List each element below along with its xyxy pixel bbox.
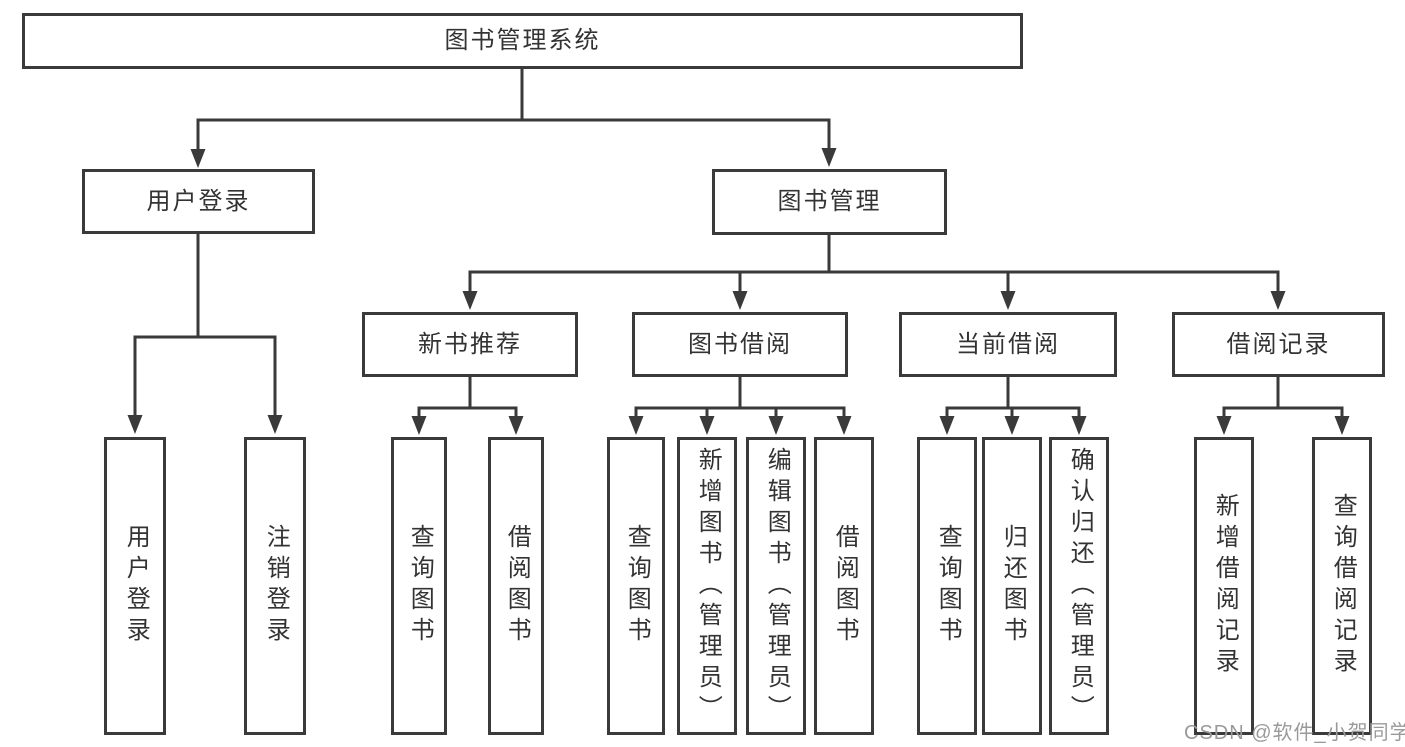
leaf-add-books-admin: 新增图书（管理员） <box>677 437 737 735</box>
connector-book-borrow-branch <box>628 375 852 435</box>
leaf-user-login: 用户登录 <box>104 437 166 735</box>
node-book-borrowing: 图书借阅 <box>632 312 848 377</box>
leaf-label: 查询借阅记录 <box>1329 493 1357 679</box>
leaf-logout: 注销登录 <box>244 437 306 735</box>
node-label: 当前借阅 <box>956 330 1060 358</box>
leaf-label: 查询图书 <box>934 524 962 648</box>
leaf-label: 借阅图书 <box>503 524 531 648</box>
node-user-login: 用户登录 <box>82 169 315 234</box>
connector-new-book-branch <box>411 375 524 435</box>
leaf-label: 归还图书 <box>999 524 1027 648</box>
csdn-watermark: CSDN @软件_小贺同学 <box>1184 722 1405 744</box>
node-label: 用户登录 <box>146 187 251 215</box>
leaf-query-books-borrow: 查询图书 <box>607 437 665 735</box>
node-library-management-system: 图书管理系统 <box>22 13 1023 69</box>
node-label: 图书借阅 <box>688 330 792 358</box>
leaf-label: 注销登录 <box>262 524 290 648</box>
leaf-label: 编辑图书（管理员） <box>763 446 791 726</box>
leaf-label: 借阅图书 <box>831 524 859 648</box>
leaf-query-books-recommend: 查询图书 <box>391 437 447 735</box>
node-label: 新书推荐 <box>418 330 522 358</box>
leaf-borrow-books: 借阅图书 <box>814 437 874 735</box>
connector-borrow-records-branch <box>1216 375 1350 435</box>
connector-book-management-branch <box>462 233 1286 310</box>
node-label: 图书管理系统 <box>444 27 601 54</box>
node-book-management: 图书管理 <box>712 169 947 235</box>
leaf-label: 查询图书 <box>406 524 434 648</box>
node-label: 图书管理 <box>777 188 882 215</box>
node-new-book-recommendation: 新书推荐 <box>362 312 578 377</box>
leaf-add-borrow-record: 新增借阅记录 <box>1194 437 1254 735</box>
leaf-confirm-return-admin: 确认归还（管理员） <box>1049 437 1109 735</box>
node-label: 借阅记录 <box>1226 330 1331 358</box>
leaf-label: 新增图书（管理员） <box>694 446 722 726</box>
leaf-query-borrow-record: 查询借阅记录 <box>1312 437 1372 735</box>
connector-current-borrow-branch <box>939 375 1087 435</box>
leaf-return-books: 归还图书 <box>982 437 1042 735</box>
leaf-label: 确认归还（管理员） <box>1066 446 1094 726</box>
leaf-query-books-current: 查询图书 <box>917 437 977 735</box>
leaf-label: 查询图书 <box>623 524 651 648</box>
leaf-label: 新增借阅记录 <box>1211 493 1239 679</box>
leaf-label: 用户登录 <box>122 524 150 648</box>
connector-user-login-branch <box>127 232 283 434</box>
node-borrow-records: 借阅记录 <box>1172 312 1385 377</box>
leaf-borrow-books-recommend: 借阅图书 <box>488 437 544 735</box>
node-current-borrowing: 当前借阅 <box>899 312 1117 377</box>
connector-root-to-level2 <box>190 67 837 168</box>
leaf-edit-books-admin: 编辑图书（管理员） <box>746 437 806 735</box>
